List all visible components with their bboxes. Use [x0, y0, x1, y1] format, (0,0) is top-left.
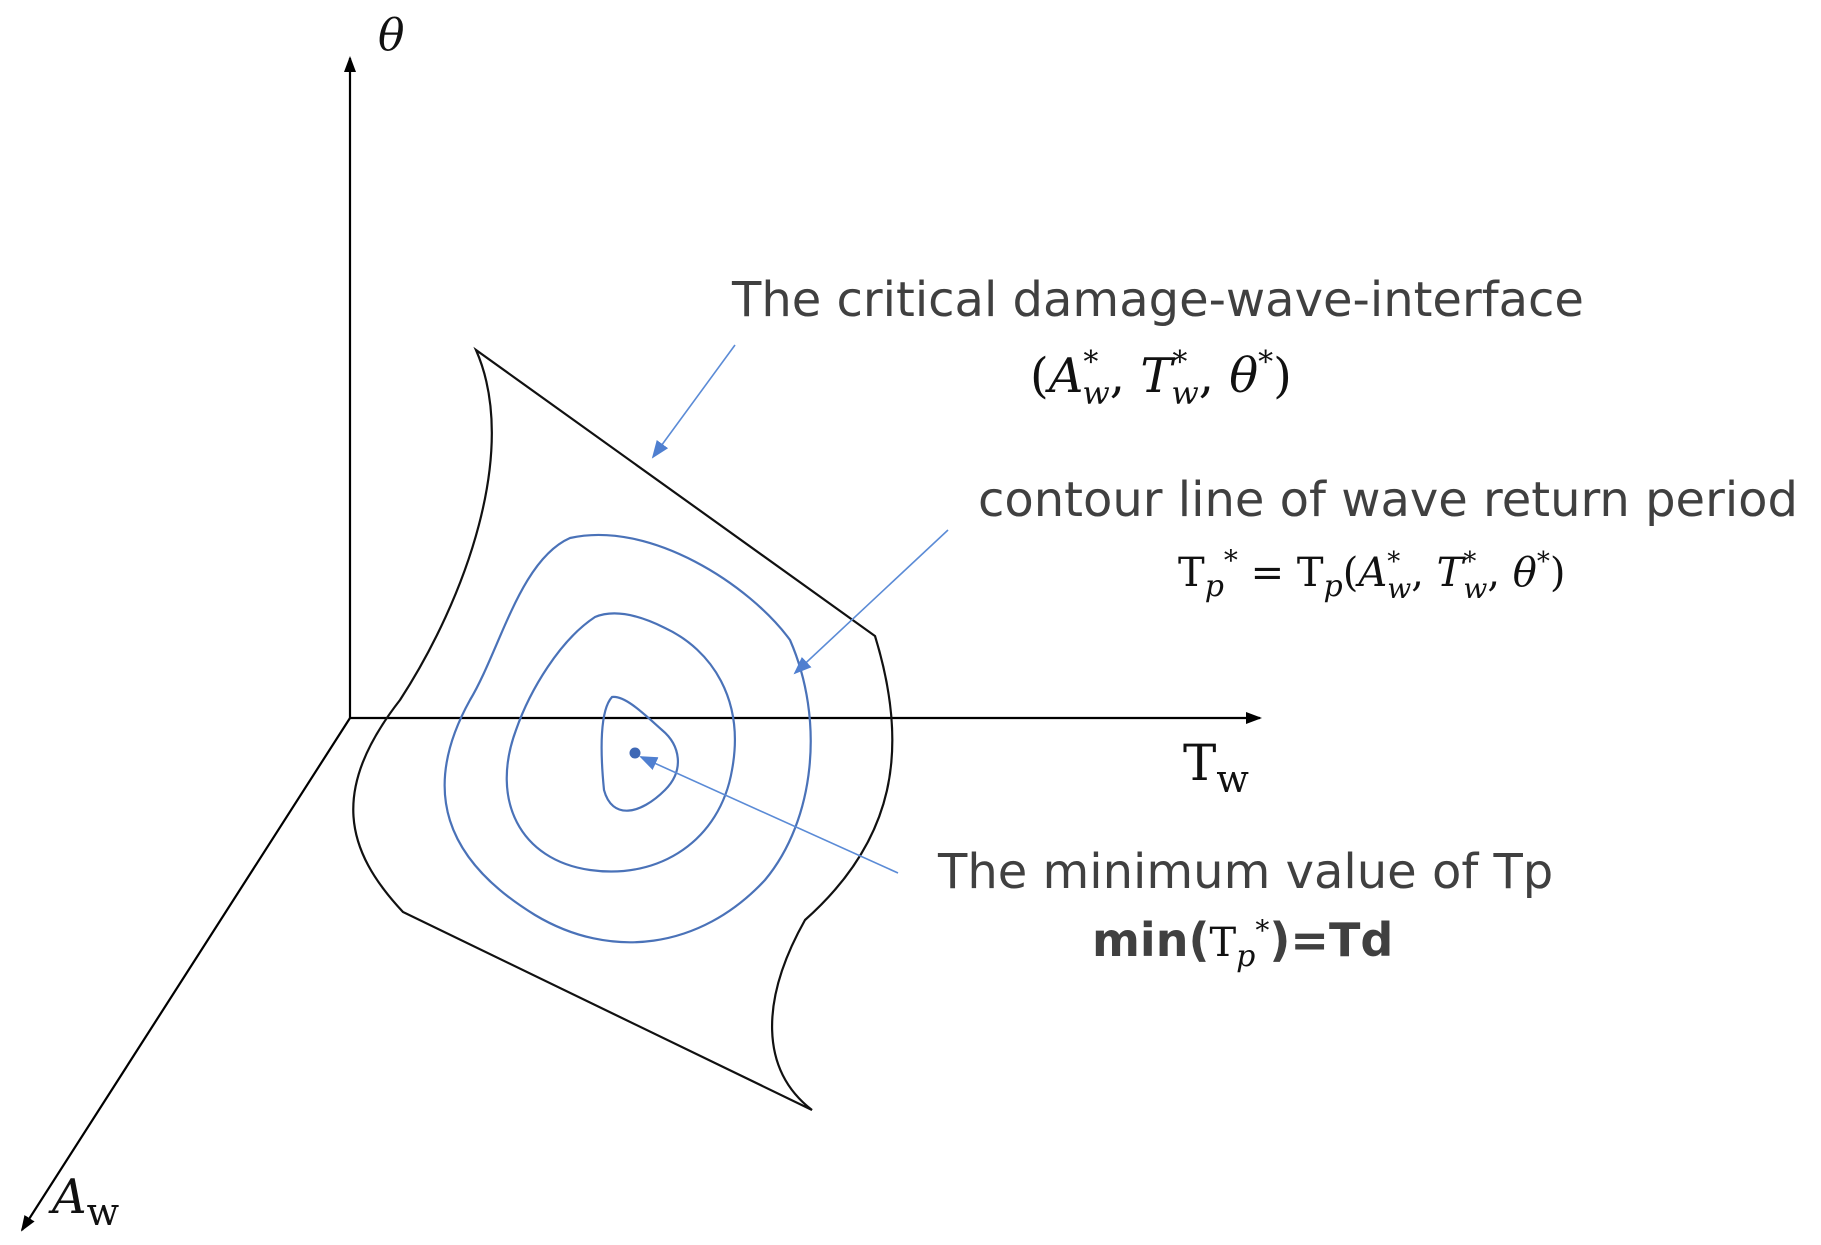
contour-annotation-formula: Tp* = Tp(A*w, T*w, θ*)	[1178, 544, 1565, 605]
surface-annotation-title: The critical damage-wave-interface	[731, 272, 1584, 328]
axes	[20, 56, 1262, 1232]
critical-surface-outline	[352, 346, 894, 1111]
surface-leader	[651, 344, 736, 459]
contour-leader	[793, 529, 949, 675]
surface-annotation-formula: (A*w, T*w, θ*)	[1030, 345, 1292, 412]
minimum-annotation-title: The minimum value of Tp	[937, 844, 1553, 900]
aw-axis-label: Aw	[48, 1169, 120, 1234]
contour-inner	[600, 695, 680, 812]
theta-axis-label: θ	[378, 10, 405, 61]
contour-lines	[443, 533, 812, 944]
leader-arrows	[639, 344, 949, 874]
contour-annotation-title: contour line of wave return period	[978, 472, 1798, 528]
minimum-point	[629, 747, 641, 759]
tw-axis-label: Tw	[1183, 734, 1249, 801]
minimum-leader	[639, 756, 899, 874]
contour-outer	[443, 533, 812, 944]
minimum-annotation-formula: min(Tp*)=Td	[1092, 913, 1393, 974]
contour-middle	[505, 612, 736, 873]
aw-axis-line	[20, 717, 351, 1232]
